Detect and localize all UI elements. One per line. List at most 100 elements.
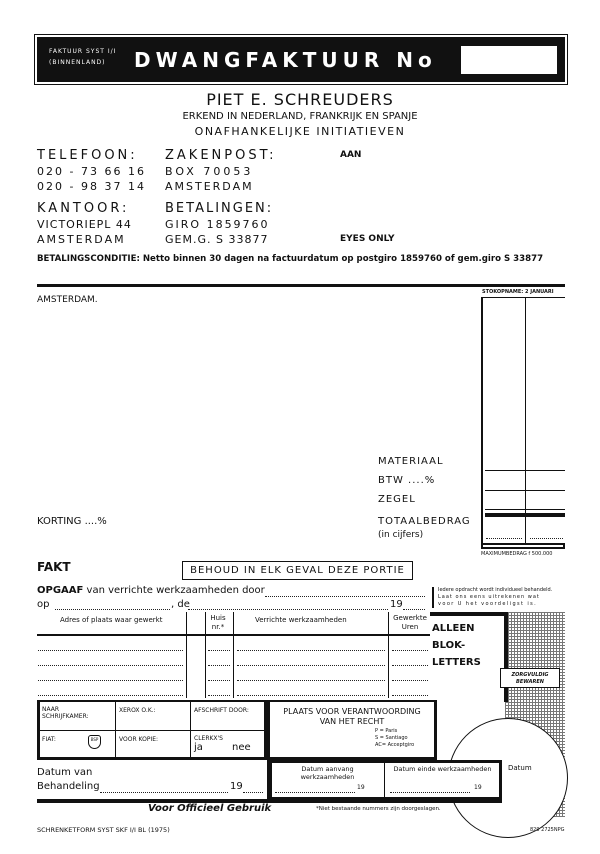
de-label: , de xyxy=(171,599,190,610)
system-label: FAKTUUR SYST I/I xyxy=(49,48,117,55)
po-box: BOX 70053 xyxy=(165,165,254,178)
treatment-date-field[interactable] xyxy=(100,792,228,793)
start-year-prefix: 19 xyxy=(357,784,365,791)
legend-item: S = Santiago xyxy=(375,735,408,741)
invoice-number-field[interactable] xyxy=(461,46,557,74)
work-entry-field[interactable] xyxy=(392,680,428,681)
ja-option[interactable]: ja xyxy=(194,742,203,753)
title-banner: FAKTUUR SYST I/I (BINNENLAND) DWANGFAKTU… xyxy=(34,34,568,85)
col-divider xyxy=(388,612,389,698)
stock-label: STOKOPNAME: 2 JANUARI xyxy=(482,289,554,295)
office-city: AMSTERDAM xyxy=(37,233,126,246)
opgaaf-bold: OPGAAF xyxy=(37,585,84,596)
print-code: 829 2725NPG xyxy=(530,827,565,833)
work-entry-field[interactable] xyxy=(208,650,230,651)
op-label: op xyxy=(37,599,50,610)
end-date-label: Datum einde werkzaamheden xyxy=(393,765,492,773)
legend-item: AC= Acceptgiro xyxy=(375,742,415,748)
work-entry-field[interactable] xyxy=(38,665,183,666)
justice-box: PLAATS VOOR VERANTWOORDING VAN HET RECHT… xyxy=(267,700,437,760)
justice-title: PLAATS VOOR VERANTWOORDING VAN HET RECHT xyxy=(283,707,421,726)
block-word: LETTERS xyxy=(432,657,481,668)
materiaal-label: MATERIAAL xyxy=(378,456,444,467)
work-entry-field[interactable] xyxy=(237,650,385,651)
column-top xyxy=(481,297,565,298)
region-label: (BINNENLAND) xyxy=(49,59,106,66)
grid-divider xyxy=(37,730,267,731)
legend: P = Paris S = Santiago AC= Acceptgiro xyxy=(375,728,414,749)
work-entry-field[interactable] xyxy=(38,680,183,681)
work-entry-field[interactable] xyxy=(392,695,428,696)
office-address: VICTORIEPL 44 xyxy=(37,218,132,231)
work-entry-field[interactable] xyxy=(38,695,183,696)
opgaaf-heading: OPGAAF van verrichte werkzaamheden door xyxy=(37,585,265,596)
max-amount-box xyxy=(481,543,565,549)
opgaaf-text: van verrichte werkzaamheden door xyxy=(86,585,265,596)
work-entry-field[interactable] xyxy=(237,665,385,666)
col-divider xyxy=(233,612,234,698)
start-date-field[interactable] xyxy=(275,792,355,793)
op-field[interactable] xyxy=(55,609,170,610)
company-subtitle: ONAFHANKELIJKE INITIATIEVEN xyxy=(194,125,406,138)
shield-stamp-icon: BSP xyxy=(88,735,101,749)
work-entry-field[interactable] xyxy=(237,695,385,696)
keep-safe-line: ZORGVULDIG xyxy=(511,672,549,678)
year-prefix: 19 xyxy=(390,599,403,610)
in-cijfers-label: (in cijfers) xyxy=(378,530,424,540)
keep-portion-box: BEHOUD IN ELK GEVAL DEZE PORTIE xyxy=(182,561,413,580)
materiaal-line xyxy=(485,470,565,471)
form-title: DWANGFAKTUUR No xyxy=(134,48,437,72)
col-header-work: Verrichte werkzaamheden xyxy=(255,616,347,624)
end-date-field[interactable] xyxy=(390,792,470,793)
betalingen-label: BETALINGEN: xyxy=(165,201,274,216)
clerkx-label: CLERKX'S xyxy=(194,735,223,742)
treatment-year-prefix: 19 xyxy=(230,781,243,792)
addressee-label: AAN xyxy=(340,150,362,160)
col-header-address: Adres of plaats waar gewerkt xyxy=(60,616,163,624)
phone-2: 020 - 98 37 14 xyxy=(37,180,146,193)
korting-label: KORTING ....% xyxy=(37,516,107,527)
block-word: BLOK- xyxy=(432,640,466,651)
year-field[interactable] xyxy=(403,609,425,610)
kopie-label: VOOR KOPIE: xyxy=(119,736,159,743)
amount-column-border xyxy=(481,297,483,543)
work-entry-field[interactable] xyxy=(237,680,385,681)
performed-by-field[interactable] xyxy=(265,596,425,597)
totaal-label: TOTAALBEDRAG xyxy=(378,516,471,527)
col-header-house: Huis nr.* xyxy=(210,614,226,631)
gem-giro-number: GEM.G. S 33877 xyxy=(165,233,269,246)
company-name: PIET E. SCHREUDERS xyxy=(206,90,394,109)
afschrift-label: AFSCHRIFT DOOR: xyxy=(194,707,249,714)
notice-line: Laat ons eens uitrekenen wat xyxy=(438,594,540,600)
total-amount-field[interactable] xyxy=(486,538,522,539)
cents-column-border xyxy=(525,297,526,543)
keep-safe-box: ZORGVULDIG BEWAREN xyxy=(500,668,560,688)
kantoor-label: KANTOOR: xyxy=(37,201,130,216)
work-entry-field[interactable] xyxy=(208,680,230,681)
giro-number: GIRO 1859760 xyxy=(165,218,270,231)
block-letters-box: ALLEEN BLOK- LETTERS xyxy=(430,612,508,702)
work-entry-field[interactable] xyxy=(208,695,230,696)
zegel-label: ZEGEL xyxy=(378,494,416,505)
payment-conditions: BETALINGSCONDITIE: Netto binnen 30 dagen… xyxy=(37,254,544,264)
telefoon-label: TELEFOON: xyxy=(37,148,138,163)
treatment-year-field[interactable] xyxy=(243,792,263,793)
xerox-label: XEROX O.K.: xyxy=(119,707,156,714)
fakt-label: FAKT xyxy=(37,560,71,574)
block-letters-text: ALLEEN BLOK- LETTERS xyxy=(430,620,504,671)
end-year-prefix: 19 xyxy=(474,784,482,791)
work-entry-field[interactable] xyxy=(38,650,183,651)
notice-line: Iedere opdracht wordt individueel behand… xyxy=(438,587,553,593)
work-entry-field[interactable] xyxy=(392,665,428,666)
work-entry-field[interactable] xyxy=(208,665,230,666)
official-use-label: Voor Officieel Gebruik xyxy=(148,803,272,814)
datum-van-label: Datum van xyxy=(37,767,93,778)
total-line xyxy=(485,513,565,517)
notice-line: voor U het voordeligst is. xyxy=(438,601,538,607)
total-cents-field[interactable] xyxy=(530,538,563,539)
nee-option[interactable]: nee xyxy=(232,742,251,753)
work-entry-field[interactable] xyxy=(392,650,428,651)
date-field[interactable] xyxy=(188,609,388,610)
max-amount-label: MAXIMUMBEDRAG f 500.000 xyxy=(481,551,553,557)
btw-line xyxy=(485,490,565,491)
